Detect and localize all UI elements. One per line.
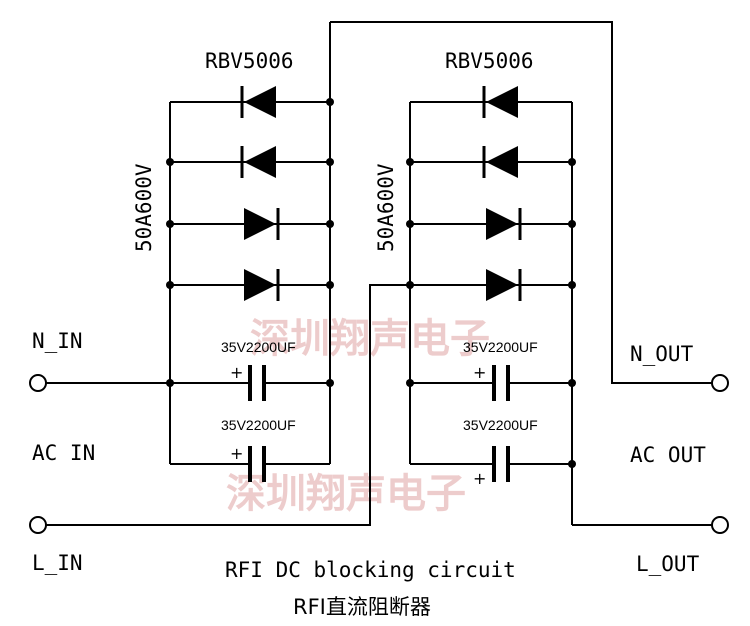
label-n-out: N_OUT — [630, 342, 694, 366]
left-bridge: + + — [166, 22, 334, 482]
diode-left-3 — [244, 208, 280, 240]
terminal-l-in — [29, 516, 47, 534]
wire-l-in — [46, 284, 410, 526]
label-ac-in: AC IN — [32, 441, 95, 465]
cap-label-left-bottom: 35V2200UF — [221, 417, 296, 433]
svg-text:+: + — [473, 363, 486, 382]
wire-n-out — [330, 21, 712, 384]
svg-text:+: + — [230, 363, 243, 382]
caption-chinese: RFI直流阻断器 — [293, 595, 431, 619]
terminal-n-in — [29, 374, 47, 392]
part-label-left: RBV5006 — [205, 49, 294, 73]
capacitor-left-bottom: + — [230, 444, 266, 482]
diode-right-1 — [482, 86, 518, 118]
cap-label-right-top: 35V2200UF — [463, 339, 538, 355]
svg-text:+: + — [230, 444, 243, 463]
capacitor-right-bottom: + — [473, 446, 510, 488]
capacitor-left-top: + — [230, 363, 266, 401]
part-label-right: RBV5006 — [445, 49, 534, 73]
diode-right-4 — [486, 269, 522, 301]
cap-label-right-bottom: 35V2200UF — [463, 417, 538, 433]
terminal-l-out — [711, 516, 729, 534]
right-bridge: + + — [406, 86, 576, 525]
diode-right-2 — [482, 146, 518, 178]
label-l-out: L_OUT — [636, 552, 700, 576]
terminal-n-out — [711, 374, 729, 392]
rating-label-left: 50A600V — [132, 163, 156, 252]
svg-text:+: + — [473, 469, 486, 488]
label-n-in: N_IN — [32, 329, 83, 353]
diode-left-2 — [240, 146, 276, 178]
caption-english: RFI DC blocking circuit — [225, 558, 516, 582]
capacitor-right-top: + — [473, 363, 510, 401]
label-l-in: L_IN — [32, 551, 83, 575]
rating-label-right: 50A600V — [374, 163, 398, 252]
cap-label-left-top: 35V2200UF — [221, 339, 296, 355]
label-ac-out: AC OUT — [630, 443, 706, 467]
diode-right-3 — [486, 208, 522, 240]
diode-left-1 — [240, 86, 276, 118]
diode-left-4 — [244, 269, 280, 301]
